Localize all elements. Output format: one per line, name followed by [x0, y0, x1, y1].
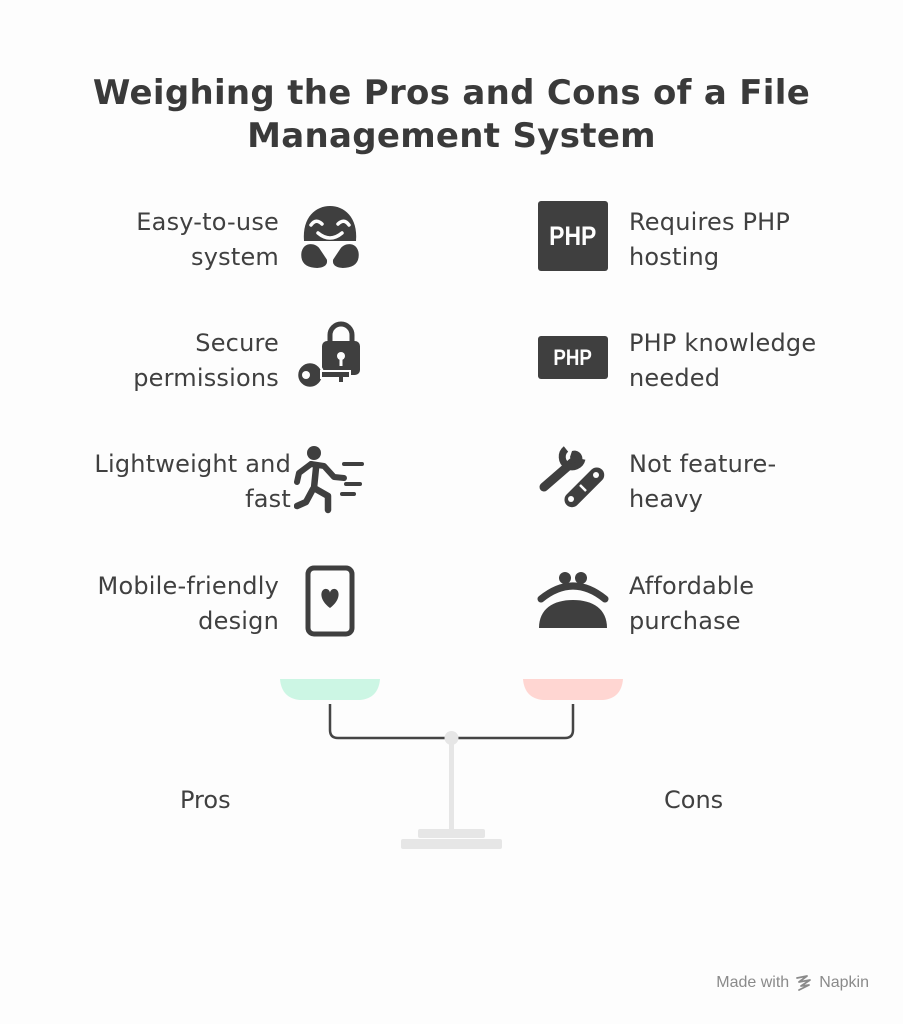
stand-base	[401, 839, 502, 849]
made-with-text: Made with	[716, 974, 790, 991]
diagram-title: Weighing the Pros and Cons of a File Man…	[60, 72, 843, 158]
pro-item-1-label: Easy-to-use system	[136, 208, 279, 271]
php-icon: PHP	[538, 336, 608, 379]
running-person-icon	[294, 446, 364, 514]
tools-icon	[539, 446, 607, 510]
title-line-2: Management System	[247, 116, 656, 156]
footer-credit: Made with Napkin	[716, 974, 869, 992]
stand-upper-base	[418, 829, 485, 838]
title-line-1: Weighing the Pros and Cons of a File	[92, 73, 811, 113]
pros-pan	[280, 679, 380, 700]
cons-pan	[523, 679, 623, 700]
con-item-2-label: PHP knowledge needed	[629, 329, 817, 392]
napkin-logo-icon	[796, 975, 812, 991]
pro-item-3-label: Lightweight and fast	[94, 450, 291, 513]
happy-face-icon	[298, 206, 362, 271]
napkin-brand: Napkin	[819, 974, 869, 991]
pro-item-2-label: Secure permissions	[133, 329, 279, 392]
coin-purse-icon	[537, 572, 609, 628]
pro-item-4-label: Mobile-friendly design	[97, 572, 279, 635]
php-icon: PHP	[538, 201, 608, 271]
cons-label: Cons	[664, 786, 724, 814]
con-item-4-label: Affordable purchase	[629, 572, 755, 635]
pros-label: Pros	[180, 786, 231, 814]
pivot	[444, 731, 459, 745]
con-item-1-label: Requires PHP hosting	[629, 208, 791, 271]
stand-pole	[449, 744, 454, 830]
con-item-3-label: Not feature- heavy	[629, 450, 777, 513]
key-lock-icon	[295, 321, 360, 390]
phone-heart-icon	[305, 565, 355, 637]
